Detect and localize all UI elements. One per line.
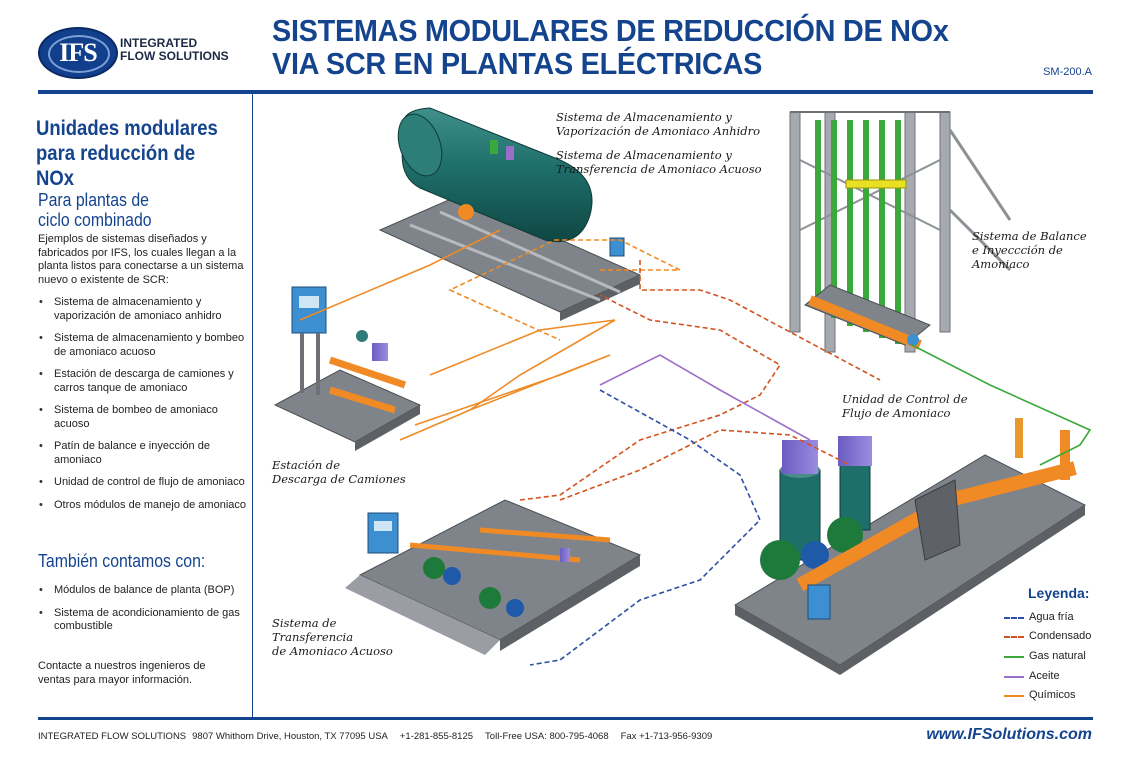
sidebar-heading: Unidades modulares para reducción de NOx: [36, 116, 221, 191]
logo-line-1: INTEGRATED: [120, 36, 198, 50]
label-aqueous-storage: Sistema de Almacenamiento y Transferenci…: [556, 148, 762, 176]
label-line: Transferencia: [272, 630, 354, 644]
list-item: Sistema de almacenamiento y bombeo de am…: [38, 332, 248, 359]
label-line: Vaporización de Amoniaco Anhidro: [556, 124, 761, 138]
list-item: Módulos de balance de planta (BOP): [38, 584, 248, 598]
footer-tollfree: Toll-Free USA: 800-795-4068: [485, 731, 609, 742]
list-item: Patín de balance e inyección de amoniaco: [38, 440, 248, 467]
label-line: e Inyeccción de: [972, 243, 1063, 257]
legend-swatch: [1004, 617, 1024, 619]
systems-list: Sistema de almacenamiento y vaporización…: [38, 296, 248, 521]
scr-system-illustration: [273, 107, 1092, 675]
label-line: Sistema de Almacenamiento y: [556, 148, 732, 162]
contact-note: Contacte a nuestros ingenieros de ventas…: [38, 660, 238, 687]
label-line: Sistema de: [272, 616, 337, 630]
title-line-1: SISTEMAS MODULARES DE REDUCCIÓN DE NOx: [272, 13, 949, 48]
aqueous-transfer-skid: [345, 499, 642, 655]
list-item: Sistema de bombeo de amoniaco acuoso: [38, 404, 248, 431]
list-item: Unidad de control de flujo de amoniaco: [38, 476, 248, 490]
footer-contact: INTEGRATED FLOW SOLUTIONS 9807 Whithorn D…: [38, 731, 724, 742]
footer-rule: [38, 717, 1093, 720]
label-aqueous-transfer: Sistema de Transferencia de Amoniaco Acu…: [272, 616, 393, 658]
label-flow-control: Unidad de Control de Flujo de Amoniaco: [842, 392, 968, 420]
website-link[interactable]: www.IFSolutions.com: [926, 726, 1092, 743]
sidebar-heading-line-2: para reducción de NOx: [36, 142, 196, 190]
list-item: Otros módulos de manejo de amoniaco: [38, 499, 248, 513]
sidebar-subheading: Para plantas de ciclo combinado: [38, 190, 152, 230]
contact-line-1: Contacte a nuestros ingenieros de: [38, 660, 206, 672]
sidebar-heading-line-1: Unidades modulares: [36, 117, 218, 140]
label-truck-station: Estación de Descarga de Camiones: [272, 458, 406, 486]
piping-connections: [299, 229, 1092, 666]
label-line: Sistema de Balance: [972, 229, 1087, 243]
truck-unloading-skid: [273, 286, 422, 451]
legend-swatch: [1004, 636, 1024, 638]
label-line: Flujo de Amoniaco: [842, 406, 951, 420]
label-line: Estación de: [272, 458, 341, 472]
legend-label: Aceite: [1029, 670, 1060, 682]
label-line: Sistema de Almacenamiento y: [556, 110, 732, 124]
company-logo: IFS INTEGRATED FLOW SOLUTIONS: [38, 25, 238, 79]
legend-swatch: [1004, 656, 1024, 658]
title-line-2: VIA SCR EN PLANTAS ELÉCTRICAS: [272, 46, 763, 81]
legend-title: Leyenda:: [1028, 585, 1090, 601]
label-balance-injection: Sistema de Balance e Inyeccción de Amoni…: [972, 229, 1087, 271]
sidebar-intro: Ejemplos de sistemas diseñados y fabrica…: [38, 233, 244, 286]
label-line: de Amoniaco Acuoso: [272, 644, 393, 658]
list-item: Sistema de acondicionamiento de gas comb…: [38, 607, 248, 634]
sidebar-subheading-line-2: ciclo combinado: [38, 210, 152, 230]
legend-label: Químicos: [1029, 689, 1076, 701]
also-list: Módulos de balance de planta (BOP) Siste…: [38, 584, 248, 643]
legend-label: Gas natural: [1029, 650, 1086, 662]
logo-line-2: FLOW SOLUTIONS: [120, 49, 229, 63]
column-divider: [252, 94, 253, 717]
legend-swatch: [1004, 695, 1024, 697]
label-line: Amoniaco: [972, 257, 1030, 271]
logo-mark-text: IFS: [59, 38, 97, 67]
label-anhydrous-storage: Sistema de Almacenamiento y Vaporización…: [556, 110, 760, 138]
list-item: Estación de descarga de camiones y carro…: [38, 368, 248, 395]
flow-control-skid: [734, 418, 1087, 675]
footer-address: 9807 Whithorn Drive, Houston, TX 77095 U…: [192, 731, 388, 742]
logo-wordmark: INTEGRATED FLOW SOLUTIONS: [120, 37, 229, 63]
also-heading: También contamos con:: [38, 551, 206, 571]
legend-label: Condensado: [1029, 630, 1092, 642]
label-line: Unidad de Control de: [842, 392, 968, 406]
anhydrous-storage-skid: [378, 107, 642, 321]
sidebar-subheading-line-1: Para plantas de: [38, 190, 149, 210]
balance-injection-skid: [789, 111, 1012, 353]
footer-phone: +1-281-855-8125: [399, 731, 474, 742]
list-item: Sistema de almacenamiento y vaporización…: [38, 296, 248, 323]
legend-label: Agua fría: [1029, 611, 1074, 623]
page-title: SISTEMAS MODULARES DE REDUCCIÓN DE NOx V…: [272, 14, 949, 80]
ifs-logo-mark: IFS: [38, 27, 118, 79]
header-rule: [38, 90, 1093, 94]
footer-fax: Fax +1-713-956-9309: [620, 731, 713, 742]
contact-line-2: ventas para mayor información.: [38, 673, 193, 686]
label-line: Transferencia de Amoniaco Acuoso: [556, 162, 762, 176]
footer-company: INTEGRATED FLOW SOLUTIONS: [38, 731, 187, 742]
legend-swatch: [1004, 676, 1024, 678]
label-line: Descarga de Camiones: [272, 472, 406, 486]
document-number: SM-200.A: [1043, 66, 1092, 78]
